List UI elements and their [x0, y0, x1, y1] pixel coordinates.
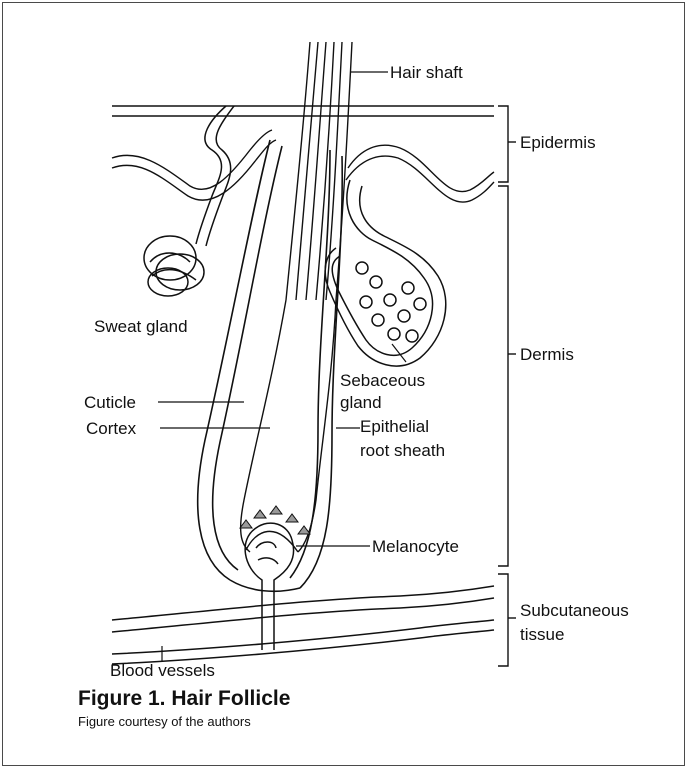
sebaceous-gland [325, 180, 446, 366]
epidermis-cell-layer-left [112, 130, 276, 200]
label-subcutaneous-line1: Subcutaneous [520, 601, 629, 620]
skin-surface [112, 106, 494, 116]
blood-vessels [112, 586, 494, 664]
label-cuticle: Cuticle [84, 393, 136, 412]
label-cortex: Cortex [86, 419, 137, 438]
label-sebaceous-line1: Sebaceous [340, 371, 425, 390]
melanocytes [240, 506, 310, 534]
epidermis-cell-layer-right [346, 145, 494, 202]
label-subcutaneous-line2: tissue [520, 625, 564, 644]
label-dermis: Dermis [520, 345, 574, 364]
label-sebaceous-line2: gland [340, 393, 382, 412]
dermal-papilla [245, 523, 293, 650]
label-epidermis: Epidermis [520, 133, 596, 152]
hair-follicle-diagram: Hair shaft Epidermis Dermis Subcutaneous… [0, 0, 689, 680]
figure-caption-title: Figure 1. Hair Follicle [78, 687, 290, 711]
label-melanocyte: Melanocyte [372, 537, 459, 556]
label-blood-vessels: Blood vessels [110, 661, 215, 680]
layer-brackets [498, 106, 516, 666]
sweat-gland [144, 106, 234, 296]
label-epithelial-line1: Epithelial [360, 417, 429, 436]
label-hair-shaft: Hair shaft [390, 63, 463, 82]
label-sweat-gland: Sweat gland [94, 317, 188, 336]
label-epithelial-line2: root sheath [360, 441, 445, 460]
figure-caption-credit: Figure courtesy of the authors [78, 714, 251, 729]
